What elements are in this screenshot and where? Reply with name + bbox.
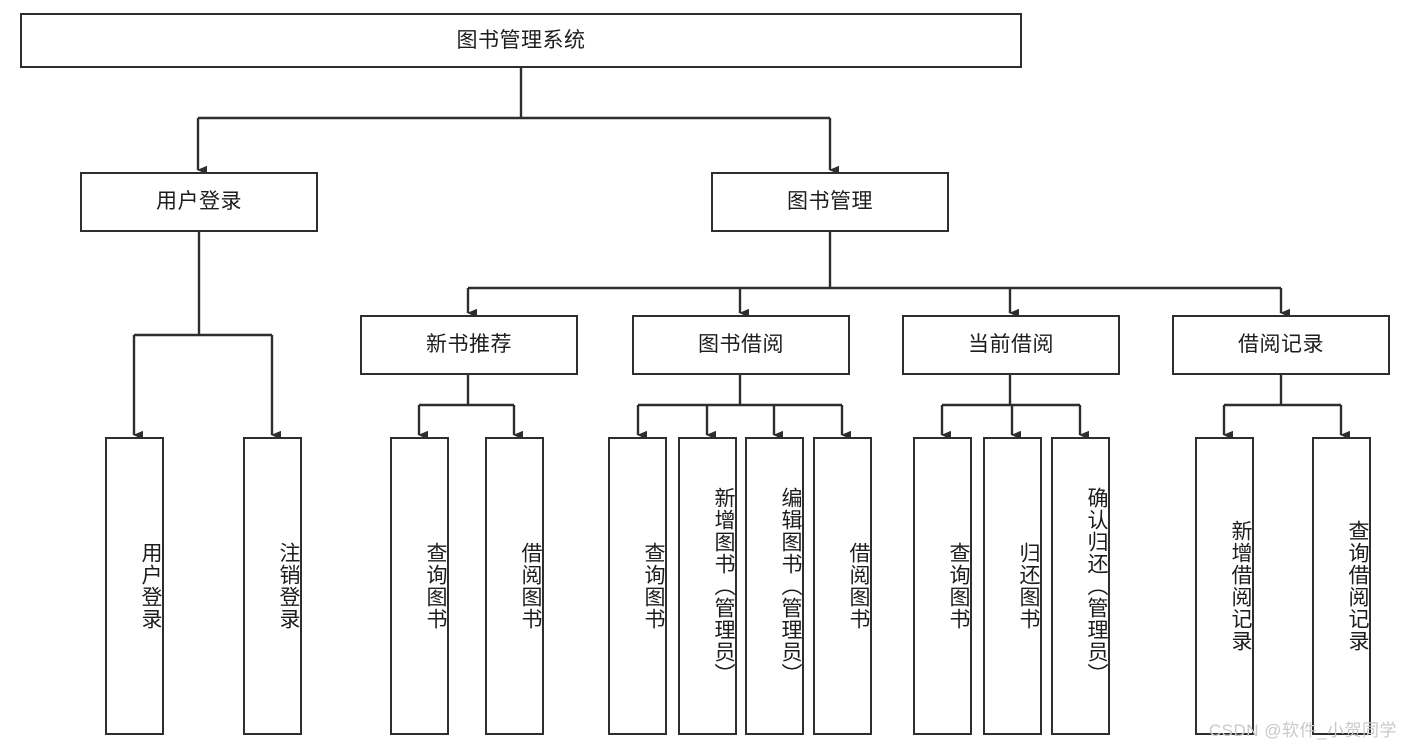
node-borrow-record-label: 借阅记录 xyxy=(1238,333,1324,357)
node-root[interactable]: 图书管理系统 xyxy=(20,13,1022,68)
node-leaf-confirm-return-label: 确认归还（管理员） xyxy=(1085,487,1108,685)
node-leaf-query-book-2[interactable]: 查询图书 xyxy=(608,437,667,735)
node-leaf-add-record[interactable]: 新增借阅记录 xyxy=(1195,437,1254,735)
node-leaf-borrow-book-1-label: 借阅图书 xyxy=(519,542,542,630)
node-leaf-user-login[interactable]: 用户登录 xyxy=(105,437,164,735)
node-leaf-add-record-label: 新增借阅记录 xyxy=(1229,520,1252,652)
node-current-borrow[interactable]: 当前借阅 xyxy=(902,315,1120,375)
node-leaf-query-book-3-label: 查询图书 xyxy=(947,542,970,630)
node-root-label: 图书管理系统 xyxy=(456,28,586,52)
node-leaf-borrow-book-2[interactable]: 借阅图书 xyxy=(813,437,872,735)
node-leaf-add-book-label: 新增图书（管理员） xyxy=(712,487,735,685)
node-leaf-return-book[interactable]: 归还图书 xyxy=(983,437,1042,735)
node-book-manage-label: 图书管理 xyxy=(787,190,873,214)
node-leaf-query-record[interactable]: 查询借阅记录 xyxy=(1312,437,1371,735)
node-new-book-rec-label: 新书推荐 xyxy=(426,333,512,357)
node-leaf-query-book-3[interactable]: 查询图书 xyxy=(913,437,972,735)
node-book-manage[interactable]: 图书管理 xyxy=(711,172,949,232)
node-new-book-rec[interactable]: 新书推荐 xyxy=(360,315,578,375)
node-borrow-record[interactable]: 借阅记录 xyxy=(1172,315,1390,375)
node-leaf-borrow-book-1[interactable]: 借阅图书 xyxy=(485,437,544,735)
node-leaf-confirm-return[interactable]: 确认归还（管理员） xyxy=(1051,437,1110,735)
node-leaf-logout-label: 注销登录 xyxy=(277,542,300,630)
node-leaf-return-book-label: 归还图书 xyxy=(1017,542,1040,630)
node-leaf-borrow-book-2-label: 借阅图书 xyxy=(847,542,870,630)
node-leaf-query-record-label: 查询借阅记录 xyxy=(1346,520,1369,652)
node-user-login[interactable]: 用户登录 xyxy=(80,172,318,232)
node-leaf-add-book[interactable]: 新增图书（管理员） xyxy=(678,437,737,735)
node-book-borrow-label: 图书借阅 xyxy=(698,333,784,357)
node-leaf-edit-book-label: 编辑图书（管理员） xyxy=(779,487,802,685)
node-leaf-user-login-label: 用户登录 xyxy=(139,542,162,630)
node-user-login-label: 用户登录 xyxy=(156,190,242,214)
node-current-borrow-label: 当前借阅 xyxy=(968,333,1054,357)
node-leaf-query-book-1-label: 查询图书 xyxy=(424,542,447,630)
node-leaf-query-book-2-label: 查询图书 xyxy=(642,542,665,630)
node-leaf-query-book-1[interactable]: 查询图书 xyxy=(390,437,449,735)
node-book-borrow[interactable]: 图书借阅 xyxy=(632,315,850,375)
node-leaf-logout[interactable]: 注销登录 xyxy=(243,437,302,735)
node-leaf-edit-book[interactable]: 编辑图书（管理员） xyxy=(745,437,804,735)
